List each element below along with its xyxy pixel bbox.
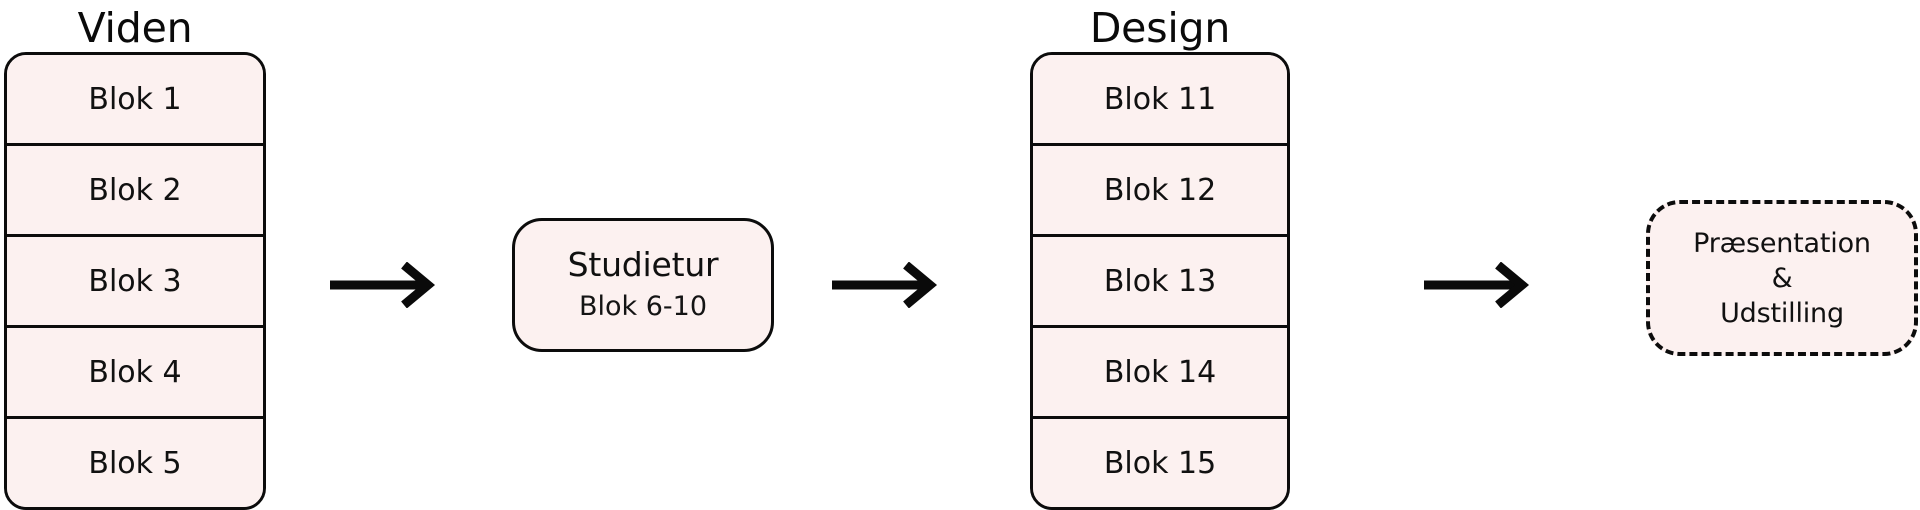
- group-title-viden: Viden: [77, 4, 193, 52]
- presentation-line-2: &: [1771, 262, 1793, 294]
- studietur-title: Studietur: [567, 245, 719, 284]
- arrow-studietur-to-design: [830, 262, 940, 308]
- presentation-line-3: Udstilling: [1720, 297, 1844, 329]
- stack-row[interactable]: Blok 5: [7, 419, 263, 507]
- node-studietur[interactable]: Studietur Blok 6-10: [512, 218, 774, 352]
- stack-viden: Blok 1 Blok 2 Blok 3 Blok 4 Blok 5: [4, 52, 266, 510]
- stack-row[interactable]: Blok 11: [1033, 55, 1287, 146]
- stack-row[interactable]: Blok 1: [7, 55, 263, 146]
- group-design: Design Blok 11 Blok 12 Blok 13 Blok 14 B…: [1030, 4, 1290, 510]
- stack-row[interactable]: Blok 12: [1033, 146, 1287, 237]
- stack-row[interactable]: Blok 2: [7, 146, 263, 237]
- group-title-design: Design: [1089, 4, 1231, 52]
- stack-row[interactable]: Blok 15: [1033, 419, 1287, 507]
- stack-row[interactable]: Blok 3: [7, 237, 263, 328]
- stack-row[interactable]: Blok 4: [7, 328, 263, 419]
- group-viden: Viden Blok 1 Blok 2 Blok 3 Blok 4 Blok 5: [4, 4, 266, 510]
- node-presentation-udstilling[interactable]: Præsentation & Udstilling: [1646, 200, 1918, 356]
- presentation-line-1: Præsentation: [1693, 227, 1871, 259]
- arrow-design-to-presentation: [1422, 262, 1532, 308]
- stack-row[interactable]: Blok 14: [1033, 328, 1287, 419]
- stack-row[interactable]: Blok 13: [1033, 237, 1287, 328]
- arrow-viden-to-studietur: [328, 262, 438, 308]
- studietur-subtitle: Blok 6-10: [578, 291, 708, 322]
- stack-design: Blok 11 Blok 12 Blok 13 Blok 14 Blok 15: [1030, 52, 1290, 510]
